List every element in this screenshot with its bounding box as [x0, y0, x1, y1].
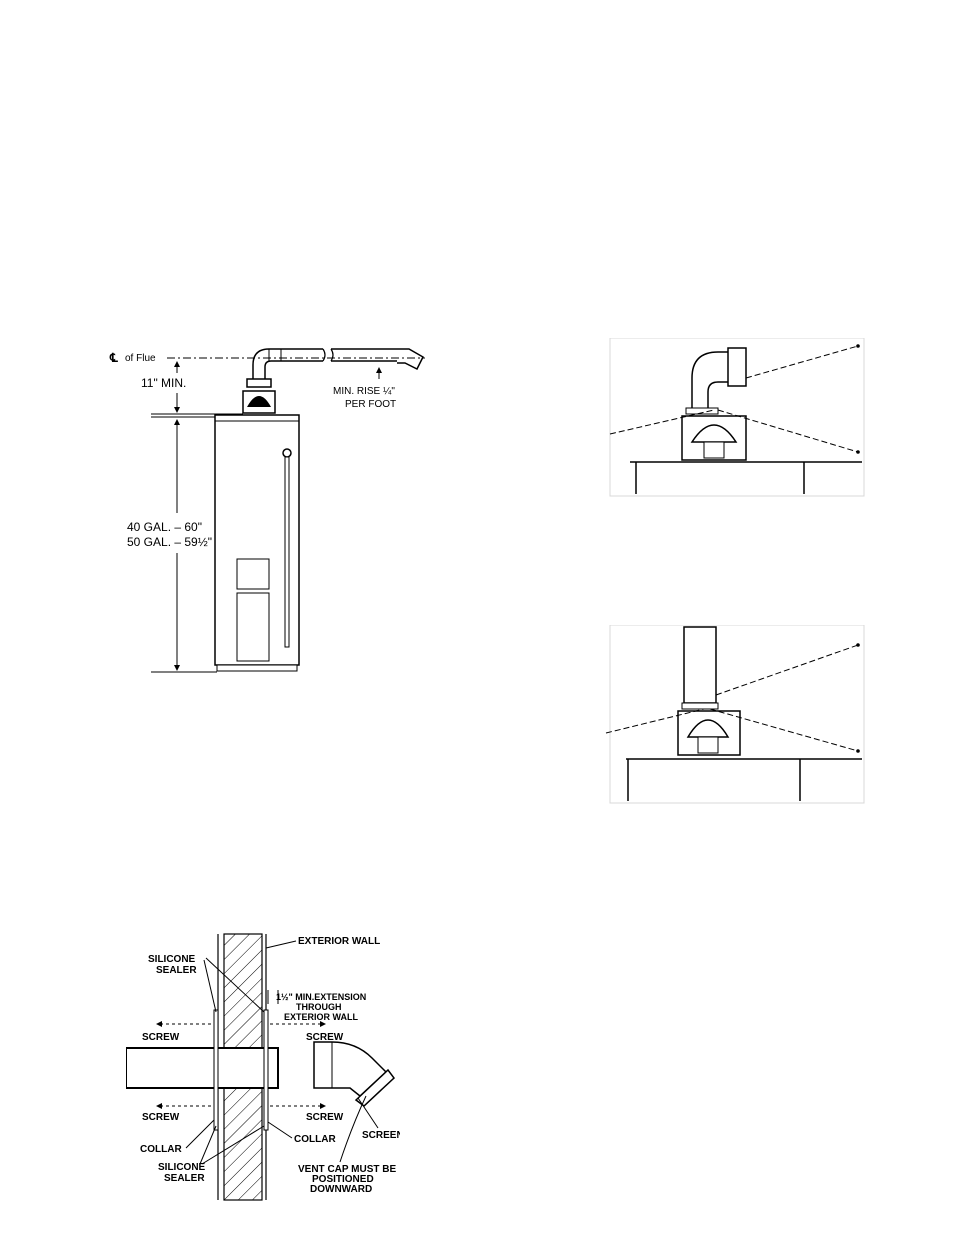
wall-penetration-diagram: EXTERIOR WALL SILICONE SEALER 1½" MIN.EX… — [126, 930, 400, 1202]
vent-cap-label-3: DOWNWARD — [310, 1184, 372, 1195]
collar-left-label: COLLAR — [140, 1144, 182, 1155]
silicone-sealer-top-label-2: SEALER — [156, 965, 197, 976]
vent-pipe — [126, 1048, 278, 1088]
relief-pipe — [285, 457, 289, 647]
collar-right-shape — [264, 1010, 268, 1130]
collar-right-label: COLLAR — [294, 1134, 336, 1145]
extension-label-3: EXTERIOR WALL — [284, 1012, 359, 1022]
wall-penetration-drawing: EXTERIOR WALL SILICONE SEALER 1½" MIN.EX… — [126, 930, 400, 1202]
min-rise-label-1: MIN. RISE ¼" — [333, 385, 395, 397]
silicone-sealer-bottom-label-2: SEALER — [164, 1173, 205, 1184]
access-panel-lower — [237, 593, 269, 661]
vent-terminal — [397, 349, 423, 369]
pipe-break — [323, 349, 333, 361]
straight-vent-draft-hood-diagram — [600, 625, 868, 805]
height-label-2: 50 GAL. – 59½" — [127, 535, 212, 549]
valve — [283, 449, 291, 457]
flue-centerline-symbol: ℄ — [109, 351, 118, 365]
elbow-draft-hood-diagram — [600, 338, 868, 498]
screw-bottom-right-label: SCREW — [306, 1112, 344, 1123]
min-clearance-label: 11" MIN. — [141, 376, 186, 390]
screen-label: SCREEN — [362, 1130, 400, 1141]
straight-vent-drawing — [600, 625, 868, 805]
heater-flue-drawing: ℄ of Flue 11" MIN. MIN. RISE ¼" PER FOOT… — [105, 335, 435, 680]
extension-label-2: THROUGH — [296, 1002, 342, 1012]
extension-label-1: 1½" MIN.EXTENSION — [276, 992, 366, 1002]
screw-bottom-left-label: SCREW — [142, 1112, 180, 1123]
silicone-sealer-top-label-1: SILICONE — [148, 954, 196, 965]
silicone-sealer-bottom-label-1: SILICONE — [158, 1162, 206, 1173]
heater-flue-diagram: ℄ of Flue 11" MIN. MIN. RISE ¼" PER FOOT… — [105, 335, 435, 680]
access-panel-upper — [237, 559, 269, 589]
flue-elbow — [253, 349, 323, 379]
min-rise-label-2: PER FOOT — [345, 399, 396, 410]
screw-top-left-label: SCREW — [142, 1032, 180, 1043]
elbow-draft-hood-drawing — [600, 338, 868, 498]
height-label-1: 40 GAL. – 60" — [127, 520, 202, 534]
collar-left-shape — [214, 1010, 218, 1130]
screw-top-right-label: SCREW — [306, 1032, 344, 1043]
exterior-wall-label: EXTERIOR WALL — [298, 936, 380, 947]
flue-centerline-label: of Flue — [125, 353, 156, 364]
vent-pipe — [684, 627, 716, 703]
